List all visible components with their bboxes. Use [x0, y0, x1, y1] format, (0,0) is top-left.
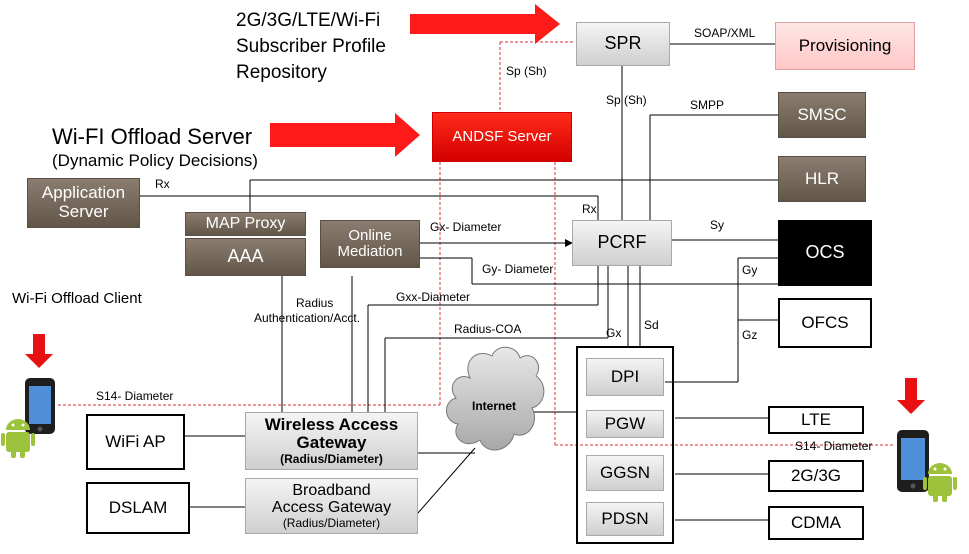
pdsn-node[interactable]: PDSN — [586, 502, 664, 536]
spr-node[interactable]: SPR — [576, 22, 670, 66]
application-server-label-1: Application — [41, 183, 126, 203]
rx-app-label: Rx — [155, 177, 170, 191]
gx-diameter-label: Gx- Diameter — [430, 220, 502, 234]
sp-sh-left-label: Sp (Sh) — [506, 64, 547, 78]
android-icon-left — [1, 419, 35, 458]
phone-icon-right — [897, 430, 929, 492]
s14-diameter-right-label: S14- Diameter — [795, 439, 873, 453]
offload-server-title: Wi-FI Offload Server — [52, 124, 253, 149]
gxx-diameter-label: Gxx-Diameter — [396, 290, 471, 304]
internet-label: Internet — [472, 399, 517, 413]
bag-label-3: (Radius/Diameter) — [282, 516, 381, 530]
broadband-access-gateway-node[interactable]: Broadband Access Gateway (Radius/Diamete… — [245, 478, 418, 534]
offload-server-subtitle: (Dynamic Policy Decisions) — [52, 151, 258, 170]
ocs-node[interactable]: OCS — [778, 220, 872, 286]
gy-label: Gy — [742, 263, 758, 277]
pgw-node[interactable]: PGW — [586, 410, 664, 438]
s14-diameter-left-label: S14- Diameter — [96, 389, 174, 403]
sy-label: Sy — [710, 218, 725, 232]
bag-label-2: Access Gateway — [271, 499, 392, 517]
smpp-label: SMPP — [690, 98, 725, 112]
offload-client-title: Wi-Fi Offload Client — [12, 290, 142, 307]
g23-node-label: 2G/3G — [790, 465, 842, 485]
dpi-node-label: DPI — [610, 366, 640, 386]
gz-label: Gz — [742, 328, 758, 342]
s14-dashed-lines — [58, 41, 895, 446]
map-proxy-node[interactable]: MAP Proxy — [185, 212, 306, 236]
wireless-access-gateway-node[interactable]: Wireless Access Gateway (Radius/Diameter… — [245, 412, 418, 470]
dpi-node[interactable]: DPI — [586, 358, 664, 396]
dslam-node[interactable]: DSLAM — [86, 482, 190, 534]
sd-label: Sd — [644, 318, 659, 332]
radius-label: Radius — [296, 296, 334, 310]
spr-title-line-1: 2G/3G/LTE/Wi-Fi — [236, 10, 381, 31]
hlr-node-label: HLR — [804, 168, 839, 188]
aaa-node[interactable]: AAA — [185, 238, 306, 276]
bag-label-1: Broadband — [292, 481, 371, 499]
lte-node[interactable]: LTE — [768, 406, 864, 434]
hlr-node[interactable]: HLR — [778, 156, 866, 202]
ofcs-node[interactable]: OFCS — [778, 298, 872, 348]
wag-label-3: (Radius/Diameter) — [280, 452, 383, 467]
online-mediation-node[interactable]: Online Mediation — [320, 220, 420, 268]
ggsn-node-label: GGSN — [599, 462, 651, 482]
dslam-label: DSLAM — [108, 497, 168, 517]
cdma-node-label: CDMA — [790, 512, 842, 532]
soap-xml-label: SOAP/XML — [694, 26, 756, 40]
spr-title-line-2: Subscriber Profile — [236, 36, 386, 57]
spr-node-label: SPR — [604, 33, 642, 54]
application-server-label-2: Server — [58, 202, 109, 221]
gateway-group — [576, 346, 674, 544]
radius-auth-label: Authentication/Acct. — [254, 311, 361, 325]
provisioning-node-label: Provisioning — [798, 35, 892, 55]
andsf-server-node[interactable]: ANDSF Server — [432, 112, 572, 162]
online-mediation-label-1: Online — [348, 226, 392, 244]
smsc-node[interactable]: SMSC — [778, 92, 866, 138]
andsf-server-label: ANDSF Server — [452, 127, 552, 145]
rx-pcrf-label: Rx — [582, 202, 597, 216]
spr-pointer-arrow — [410, 4, 560, 44]
pcrf-node-label: PCRF — [597, 232, 647, 253]
cdma-node[interactable]: CDMA — [768, 506, 864, 540]
pcrf-node[interactable]: PCRF — [572, 220, 672, 266]
wifi-ap-label: WiFi AP — [105, 431, 166, 451]
pgw-node-label: PGW — [604, 413, 646, 433]
ocs-node-label: OCS — [805, 242, 845, 263]
wag-label-1: Wireless Access — [264, 414, 399, 434]
phone-icon-left — [25, 378, 55, 434]
signalling-lines — [140, 43, 778, 521]
client-pointer-arrow — [25, 334, 53, 368]
gx-label: Gx — [606, 326, 622, 340]
android-icon-right — [923, 463, 957, 502]
provisioning-node[interactable]: Provisioning — [775, 22, 915, 70]
ofcs-node-label: OFCS — [801, 312, 849, 332]
spr-title-line-3: Repository — [236, 62, 327, 83]
wifi-ap-node[interactable]: WiFi AP — [86, 414, 185, 470]
aaa-label: AAA — [227, 246, 264, 267]
internet-cloud — [446, 346, 545, 451]
smsc-node-label: SMSC — [797, 104, 847, 124]
sp-sh-right-label: Sp (Sh) — [606, 93, 647, 107]
map-proxy-label: MAP Proxy — [205, 215, 286, 233]
lte-node-label: LTE — [801, 409, 831, 429]
andsf-pointer-arrow — [270, 113, 420, 157]
wag-label-2: Gateway — [296, 433, 367, 453]
pdsn-node-label: PDSN — [601, 508, 649, 528]
ggsn-node[interactable]: GGSN — [586, 455, 664, 491]
device-pointer-arrow — [897, 378, 925, 414]
gy-diameter-label: Gy- Diameter — [482, 262, 554, 276]
g23-node[interactable]: 2G/3G — [768, 460, 864, 492]
application-server-node[interactable]: Application Server — [27, 178, 140, 228]
radius-coa-label: Radius-COA — [454, 322, 522, 336]
online-mediation-label-2: Mediation — [337, 243, 403, 260]
